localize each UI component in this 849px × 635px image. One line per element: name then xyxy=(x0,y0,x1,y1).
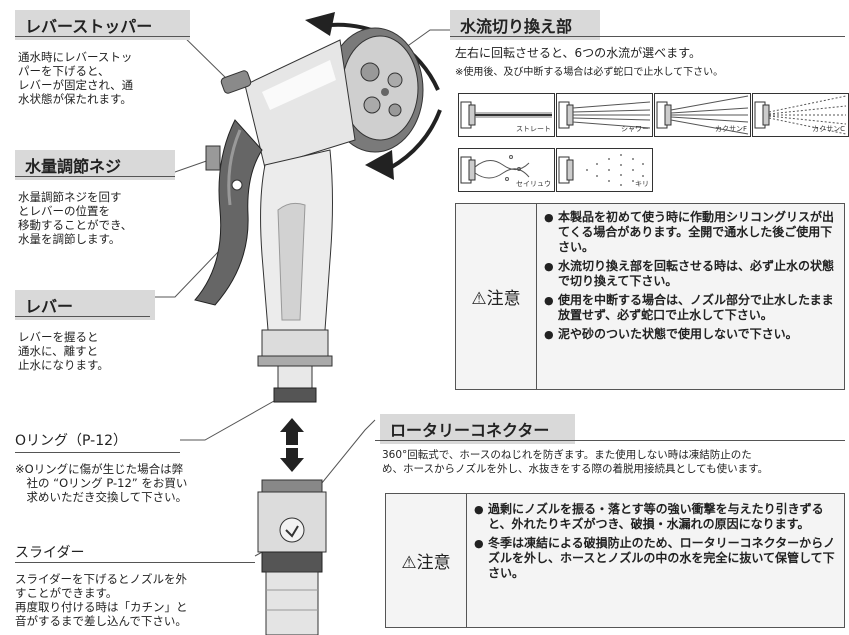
divider xyxy=(450,36,845,37)
caution-list-1: 本製品を初めて使う時に作動用シリコングリスが出てくる場合があります。全開で通水し… xyxy=(544,210,838,346)
water-switch-title: 水流切り換え部 xyxy=(450,10,600,40)
caution-item: 使用を中断する場合は、ノズル部分で止水したまま放置せず、必ず蛇口で止水して下さい… xyxy=(544,293,838,323)
lever-text: レバーを握ると通水に、離すと止水になります。 xyxy=(18,330,109,372)
lever-stopper-title: レバーストッパー xyxy=(15,10,190,40)
water-switch-note: ※使用後、及び中断する場合は必ず蛇口で止水して下さい。 xyxy=(455,67,724,78)
caution-item: 冬季は凍結による破損防止のため、ロータリーコネクターからノズルを外し、ホースとノ… xyxy=(474,536,838,581)
pattern-label: シャワー xyxy=(621,125,649,133)
caution-box-2: ⚠注意 過剰にノズルを振る・落とす等の強い衝撃を与えたり引きずると、外れたりキズ… xyxy=(385,493,845,628)
divider xyxy=(15,316,150,317)
pattern-label: キリ xyxy=(635,180,649,188)
pattern-shower: シャワー xyxy=(556,93,653,137)
oring-title: Oリング（P-12） xyxy=(15,433,128,449)
lever-title: レバー xyxy=(15,290,155,320)
divider xyxy=(15,562,255,563)
water-switch-desc: 左右に回転させると、6つの水流が選べます。 xyxy=(455,46,701,60)
rotary-title: ロータリーコネクター xyxy=(380,414,575,444)
pattern-straight: ストレート xyxy=(458,93,555,137)
divider xyxy=(15,176,175,177)
pattern-label: ストレート xyxy=(516,125,551,133)
caution-list-2: 過剰にノズルを振る・落とす等の強い衝撃を与えたり引きずると、外れたりキズがつき、… xyxy=(474,502,838,585)
caution-item: 過剰にノズルを振る・落とす等の強い衝撃を与えたり引きずると、外れたりキズがつき、… xyxy=(474,502,838,532)
slider-text: スライダーを下げるとノズルを外すことができます。 再度取り付ける時は「カチン」と… xyxy=(15,572,188,628)
flow-adjust-title: 水量調節ネジ xyxy=(15,150,175,180)
pattern-spread-f: カクサンF xyxy=(654,93,751,137)
lever-stopper-text: 通水時にレバーストッパーを下げると、 レバーが固定され、通水状態が保たれます。 xyxy=(18,50,134,106)
pattern-mist: キリ xyxy=(556,148,653,192)
divider xyxy=(375,440,845,441)
caution-label: ⚠注意 xyxy=(386,494,467,627)
pattern-spread-c: カクサンC xyxy=(752,93,849,137)
rotary-text: 360°回転式で、ホースのねじれを防ぎます。また使用しない時は凍結防止のため、ホ… xyxy=(382,449,769,475)
slider-title: スライダー xyxy=(15,545,85,561)
pattern-label: カクサンC xyxy=(812,125,845,133)
flow-adjust-text: 水量調節ネジを回すとレバーの位置を 移動することができ、水量を調節します。 xyxy=(18,190,133,246)
caution-item: 水流切り換え部を回転させる時は、必ず止水の状態で切り換えて下さい。 xyxy=(544,259,838,289)
pattern-label: セイリュウ xyxy=(516,180,551,188)
oring-text: ※Oリングに傷が生じた場合は弊 社の “Oリング P-12” をお買い 求めいた… xyxy=(15,462,188,504)
divider xyxy=(15,36,190,37)
divider xyxy=(15,452,180,453)
caution-box-1: ⚠注意 本製品を初めて使う時に作動用シリコングリスが出てくる場合があります。全開… xyxy=(455,203,845,390)
pattern-jet: セイリュウ xyxy=(458,148,555,192)
caution-label: ⚠注意 xyxy=(456,204,537,389)
pattern-label: カクサンF xyxy=(714,125,747,133)
caution-item: 本製品を初めて使う時に作動用シリコングリスが出てくる場合があります。全開で通水し… xyxy=(544,210,838,255)
caution-item: 泥や砂のついた状態で使用しないで下さい。 xyxy=(544,327,838,342)
